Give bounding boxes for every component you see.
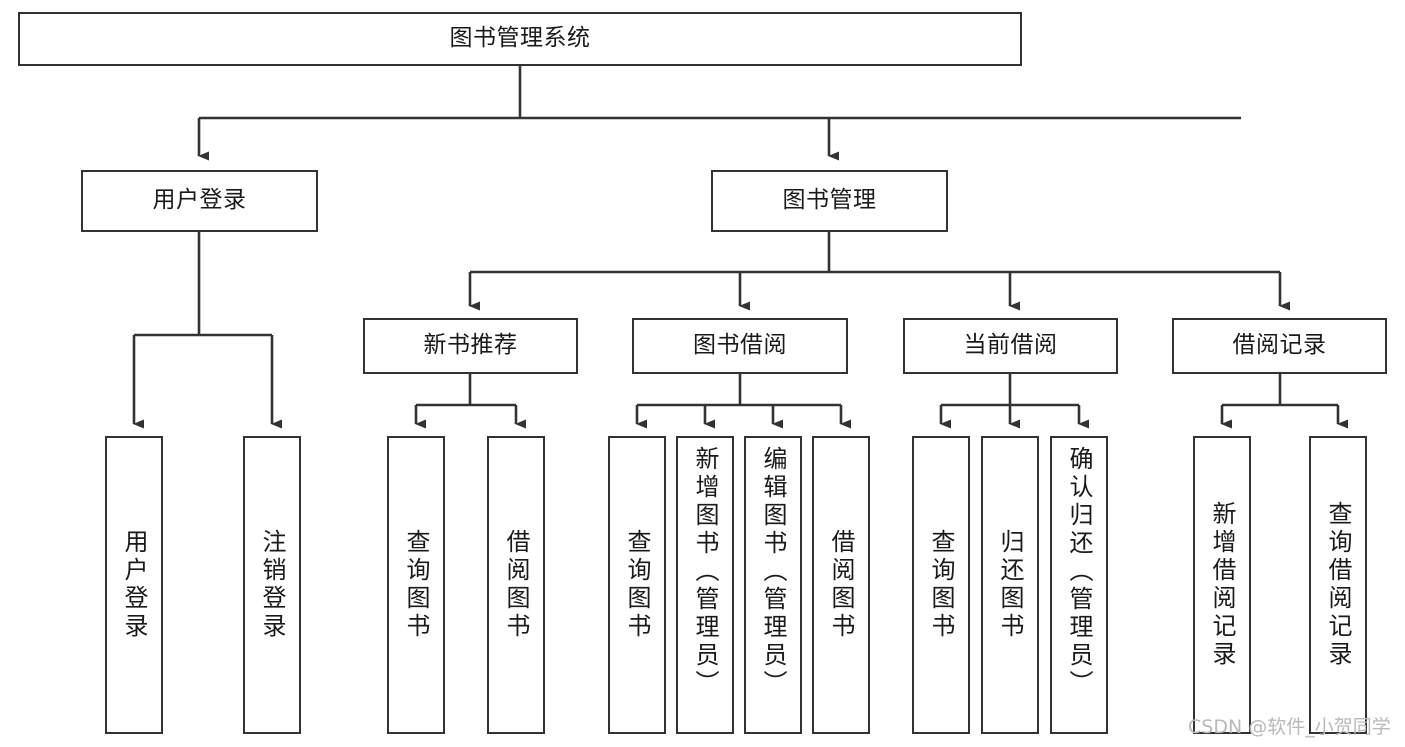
leaf-user-login-label: 用户登录 xyxy=(120,529,148,641)
leaf-query-book-3-label: 查询图书 xyxy=(927,529,955,641)
leaf-query-book-3[interactable]: 查询图书 xyxy=(912,436,970,734)
leaf-logout-login[interactable]: 注销登录 xyxy=(243,436,301,734)
node-book-manage-label: 图书管理 xyxy=(782,187,877,214)
node-current-borrow-label: 当前借阅 xyxy=(963,332,1058,359)
leaf-edit-book[interactable]: 编辑图书（管理员） xyxy=(744,436,802,734)
node-current-borrow[interactable]: 当前借阅 xyxy=(903,318,1118,374)
leaf-add-record[interactable]: 新增借阅记录 xyxy=(1193,436,1251,734)
leaf-return-book[interactable]: 归还图书 xyxy=(981,436,1039,734)
node-user-login-label: 用户登录 xyxy=(152,187,247,214)
leaf-query-book-2-label: 查询图书 xyxy=(623,529,651,641)
node-new-book-recommend-label: 新书推荐 xyxy=(423,332,518,359)
leaf-query-book-1-label: 查询图书 xyxy=(402,529,430,641)
leaf-confirm-return-label: 确认归还（管理员） xyxy=(1065,446,1093,698)
leaf-borrow-book-2-label: 借阅图书 xyxy=(827,529,855,641)
leaf-user-login[interactable]: 用户登录 xyxy=(105,436,163,734)
leaf-add-book-label: 新增图书（管理员） xyxy=(691,446,719,698)
node-user-login[interactable]: 用户登录 xyxy=(81,170,318,232)
leaf-add-record-label: 新增借阅记录 xyxy=(1208,501,1236,669)
leaf-confirm-return[interactable]: 确认归还（管理员） xyxy=(1050,436,1108,734)
leaf-logout-login-label: 注销登录 xyxy=(258,529,286,641)
leaf-return-book-label: 归还图书 xyxy=(996,529,1024,641)
node-borrow-record[interactable]: 借阅记录 xyxy=(1172,318,1387,374)
leaf-borrow-book-1-label: 借阅图书 xyxy=(502,529,530,641)
node-new-book-recommend[interactable]: 新书推荐 xyxy=(363,318,578,374)
node-book-borrow[interactable]: 图书借阅 xyxy=(632,318,848,374)
node-root-label: 图书管理系统 xyxy=(449,25,591,52)
node-borrow-record-label: 借阅记录 xyxy=(1232,332,1327,359)
csdn-watermark: CSDN @软件_小贺同学 xyxy=(1188,716,1391,738)
node-book-manage[interactable]: 图书管理 xyxy=(711,170,948,232)
leaf-query-record-label: 查询借阅记录 xyxy=(1324,501,1352,669)
leaf-edit-book-label: 编辑图书（管理员） xyxy=(759,446,787,698)
node-root[interactable]: 图书管理系统 xyxy=(18,12,1022,66)
node-book-borrow-label: 图书借阅 xyxy=(693,332,787,359)
leaf-add-book[interactable]: 新增图书（管理员） xyxy=(676,436,734,734)
leaf-query-book-2[interactable]: 查询图书 xyxy=(608,436,666,734)
leaf-borrow-book-2[interactable]: 借阅图书 xyxy=(812,436,870,734)
leaf-query-record[interactable]: 查询借阅记录 xyxy=(1309,436,1367,734)
leaf-borrow-book-1[interactable]: 借阅图书 xyxy=(487,436,545,734)
leaf-query-book-1[interactable]: 查询图书 xyxy=(387,436,445,734)
